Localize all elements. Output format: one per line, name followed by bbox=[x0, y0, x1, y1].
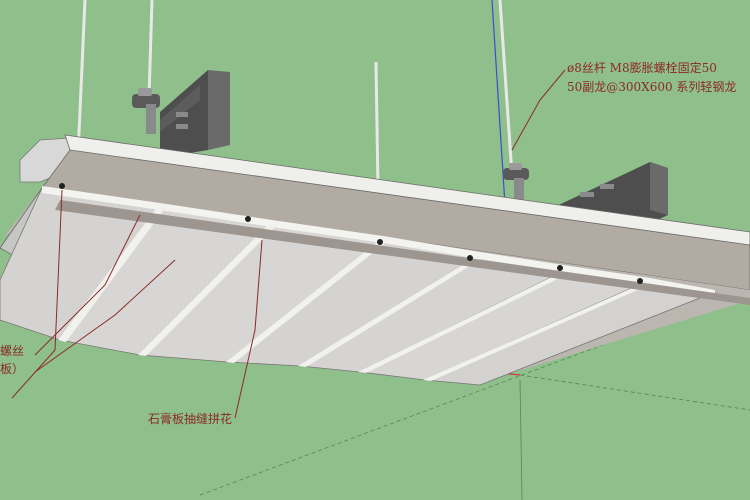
leader-joint bbox=[234, 239, 263, 419]
leader-rod bbox=[511, 69, 566, 151]
rod-annotation: ø8丝杆 M8膨胀螺栓固定50 bbox=[567, 61, 717, 75]
hanger-rod-4 bbox=[498, 0, 514, 176]
axis-green bbox=[519, 374, 750, 411]
main-channel-left bbox=[160, 70, 230, 158]
axis-vertical bbox=[519, 379, 523, 500]
joint-annotation: 石膏板抽缝拼花 bbox=[148, 412, 233, 426]
hanger-clip-right bbox=[503, 163, 529, 208]
leader-left-2 bbox=[34, 259, 176, 373]
ceiling-board-assembly bbox=[0, 134, 750, 386]
axis-blue bbox=[491, 0, 506, 206]
hanger-rod-1 bbox=[76, 0, 87, 156]
screw-annotation: 螺丝 bbox=[0, 344, 25, 358]
hanger-clip-left bbox=[132, 88, 160, 134]
leader-left-3 bbox=[11, 189, 63, 399]
leader-left-1 bbox=[34, 214, 141, 356]
board-annotation: 板） bbox=[0, 362, 25, 376]
annotation-leaders bbox=[11, 69, 566, 419]
keel-annotation: 50副龙@300X600 系列轻钢龙 bbox=[567, 80, 737, 94]
hanger-rod-3 bbox=[374, 61, 380, 191]
